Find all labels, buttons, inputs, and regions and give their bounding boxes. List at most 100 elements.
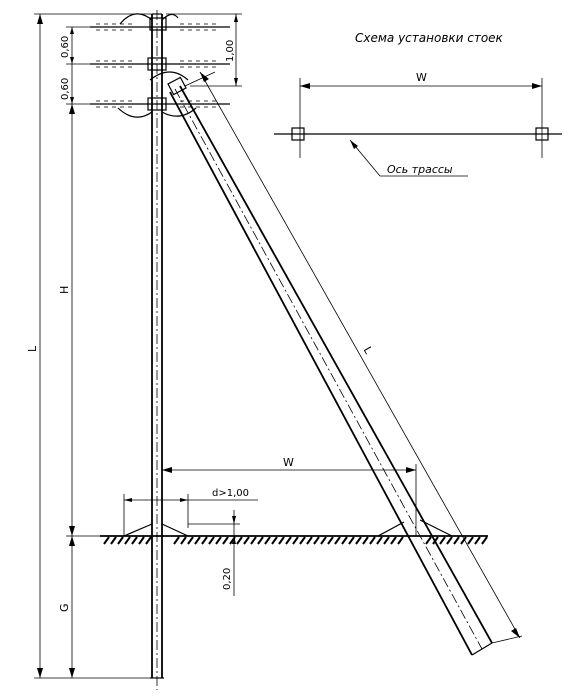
strut-length-label: L bbox=[361, 344, 376, 356]
hatch-stroke bbox=[376, 536, 383, 545]
hatch-stroke bbox=[278, 536, 285, 545]
hatch-stroke bbox=[341, 536, 348, 545]
hatch-stroke bbox=[397, 536, 404, 545]
hatch-stroke bbox=[271, 536, 278, 545]
hatch-stroke bbox=[117, 536, 124, 545]
hatch-stroke bbox=[432, 536, 439, 545]
plan-title: Схема установки стоек bbox=[355, 31, 504, 45]
hatch-stroke bbox=[320, 536, 327, 545]
main-pole bbox=[150, 10, 164, 690]
overall-length-arrow-bottom bbox=[37, 668, 43, 678]
hatch-stroke bbox=[439, 536, 446, 545]
hatch-stroke bbox=[194, 536, 201, 545]
hatch-stroke bbox=[334, 536, 341, 545]
crossarm-bottom-bracket bbox=[117, 107, 197, 118]
mid-spacing-arrow-bottom bbox=[70, 97, 74, 104]
hatch-stroke bbox=[481, 536, 488, 545]
crossarm-top-insulator-right bbox=[180, 23, 216, 31]
height-label: H bbox=[58, 286, 71, 294]
hatch-stroke bbox=[299, 536, 306, 545]
strut-length-arrow-bottom bbox=[511, 628, 520, 638]
strut-clamp bbox=[167, 76, 187, 96]
crossarm-bottom-insulator-left bbox=[96, 100, 132, 108]
strut-right-edge bbox=[179, 85, 493, 644]
hatch-stroke bbox=[369, 536, 376, 545]
ground-depth-arrow-bottom bbox=[232, 536, 236, 544]
ground bbox=[100, 535, 488, 545]
crossarm-middle-insulator-left bbox=[96, 60, 132, 68]
offset-arrow-left bbox=[124, 498, 132, 502]
depth-arrow-bottom bbox=[69, 668, 75, 678]
hatch-stroke bbox=[306, 536, 313, 545]
hatch-stroke bbox=[264, 536, 271, 545]
hatch-stroke bbox=[215, 536, 222, 545]
hatch-stroke bbox=[467, 536, 474, 545]
base-width-dimension: W bbox=[162, 456, 417, 536]
depth-label: G bbox=[58, 603, 71, 612]
left-dimensions: L 0,60 0,60 H G bbox=[26, 13, 152, 679]
foundations: d>1,00 0,20 bbox=[123, 488, 453, 596]
crossarm-span-arrow-top bbox=[234, 14, 238, 22]
hatch-stroke bbox=[103, 536, 110, 545]
crossarm-span-arrow-bottom bbox=[234, 78, 238, 86]
hatch-stroke bbox=[236, 536, 243, 545]
hatch-stroke bbox=[222, 536, 229, 545]
offset-arrow-right bbox=[180, 498, 188, 502]
strut-bolt-curve bbox=[149, 71, 189, 81]
axis-leader-arrow bbox=[350, 140, 358, 149]
hatch-stroke bbox=[362, 536, 369, 545]
plan-width-arrow-right bbox=[532, 83, 542, 89]
hatch-stroke bbox=[292, 536, 299, 545]
hatch-stroke bbox=[110, 536, 117, 545]
hatch-stroke bbox=[383, 536, 390, 545]
crossarms bbox=[90, 13, 230, 118]
hatch-stroke bbox=[124, 536, 131, 545]
strut-foundation bbox=[377, 519, 453, 537]
overall-length-arrow-top bbox=[37, 14, 43, 24]
crossarm-middle-clamp bbox=[147, 57, 167, 71]
strut: L bbox=[149, 71, 523, 656]
plan-width-arrow-left bbox=[300, 83, 310, 89]
crossarm-span-label: 1,00 bbox=[225, 40, 236, 62]
hatch-stroke bbox=[201, 536, 208, 545]
strut-bottom bbox=[471, 642, 493, 656]
plan-pole-right bbox=[535, 127, 549, 141]
hatch-stroke bbox=[145, 536, 152, 545]
hatch-stroke bbox=[474, 536, 481, 545]
crossarm-span-dimension: 1,00 bbox=[166, 13, 242, 87]
ground-depth-arrow-top bbox=[232, 516, 236, 524]
hatch-stroke bbox=[390, 536, 397, 545]
hatch-stroke bbox=[173, 536, 180, 545]
strut-length-dim-line bbox=[199, 71, 521, 639]
top-spacing-arrow-bottom bbox=[70, 57, 74, 64]
crossarm-bottom-insulator-right bbox=[180, 100, 216, 108]
height-arrow-top bbox=[69, 104, 75, 114]
top-spacing-arrow-top bbox=[70, 27, 74, 34]
hatch-stroke bbox=[187, 536, 194, 545]
hatch-stroke bbox=[257, 536, 264, 545]
hatch-stroke bbox=[285, 536, 292, 545]
plan-pole-left bbox=[291, 127, 305, 141]
crossarm-top-bracket bbox=[119, 13, 179, 25]
axis-label: Ось трассы bbox=[387, 163, 453, 176]
hatch-stroke bbox=[348, 536, 355, 545]
crossarm-top-clamp bbox=[149, 17, 167, 31]
height-arrow-bottom bbox=[69, 526, 75, 536]
main-pole-foundation bbox=[123, 523, 189, 537]
strut-centerline bbox=[174, 88, 483, 650]
crossarm-bottom-clamp bbox=[147, 97, 167, 111]
mid-spacing-label: 0,60 bbox=[60, 78, 71, 100]
strut-length-ext-bottom bbox=[491, 635, 523, 644]
hatch-stroke bbox=[446, 536, 453, 545]
hatch-stroke bbox=[313, 536, 320, 545]
overall-length-label: L bbox=[26, 345, 39, 352]
base-width-label: W bbox=[283, 456, 294, 469]
hatch-stroke bbox=[425, 536, 432, 545]
crossarm-middle-insulator-right bbox=[180, 60, 216, 68]
plan-width-label: W bbox=[416, 71, 427, 84]
hatch-stroke bbox=[453, 536, 460, 545]
base-width-arrow-left bbox=[162, 467, 172, 473]
base-width-arrow-right bbox=[406, 467, 416, 473]
strut-top-ext bbox=[184, 71, 216, 87]
